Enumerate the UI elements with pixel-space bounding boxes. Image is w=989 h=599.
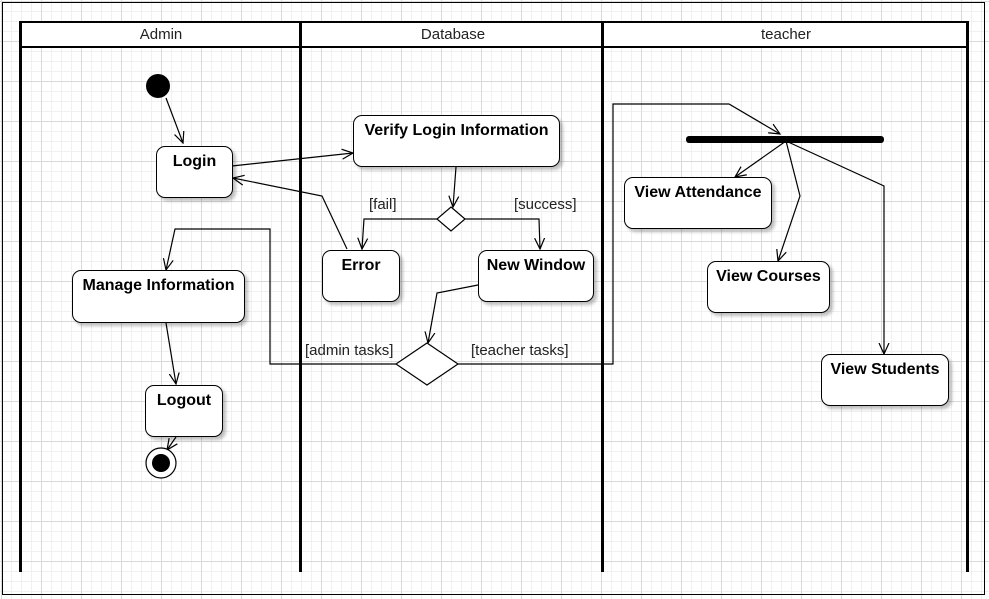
activity-manage-information: Manage Information	[72, 270, 245, 323]
edge-fork-students	[785, 140, 884, 354]
lane-line-right	[966, 21, 969, 572]
edge-verify-decision	[453, 166, 456, 207]
edge-start-login	[165, 97, 183, 143]
edge-decision2-fork	[458, 103, 780, 365]
start-node	[146, 74, 170, 98]
activity-verify-login: Verify Login Information	[353, 115, 560, 167]
edge-error-login	[233, 178, 348, 250]
lane-header-teacher: teacher	[604, 21, 968, 48]
edge-decision-error	[362, 218, 438, 249]
edge-decision-newwindow	[464, 218, 540, 249]
edge-fork-courses	[778, 140, 801, 261]
guard-success: [success]	[514, 196, 577, 213]
edge-decision2-manage	[166, 228, 396, 365]
lane-line-database-teacher	[601, 21, 604, 572]
activity-login: Login	[156, 146, 233, 198]
activity-error: Error	[322, 250, 400, 302]
activity-view-courses: View Courses	[707, 261, 830, 313]
lane-header-admin: Admin	[20, 21, 302, 48]
guard-teacher-tasks: [teacher tasks]	[471, 342, 569, 359]
edge-logout-end	[167, 436, 176, 450]
decision-login-result	[436, 206, 466, 232]
activity-new-window: New Window	[478, 250, 594, 302]
lane-line-admin-database	[299, 21, 302, 572]
lane-header-database: Database	[302, 21, 604, 48]
end-node-inner	[152, 454, 170, 472]
edge-login-verify	[231, 153, 353, 167]
edge-newwindow-decision2	[428, 284, 479, 343]
activity-logout: Logout	[145, 385, 223, 437]
edge-manage-logout	[165, 322, 176, 384]
activity-view-students: View Students	[821, 354, 949, 406]
activity-view-attendance: View Attendance	[624, 177, 772, 229]
guard-fail: [fail]	[369, 196, 397, 213]
lane-line-left	[19, 21, 22, 572]
edge-fork-attendance	[735, 140, 787, 177]
guard-admin-tasks: [admin tasks]	[305, 342, 394, 359]
fork-bar	[686, 136, 884, 143]
decision-task-type	[394, 342, 460, 386]
